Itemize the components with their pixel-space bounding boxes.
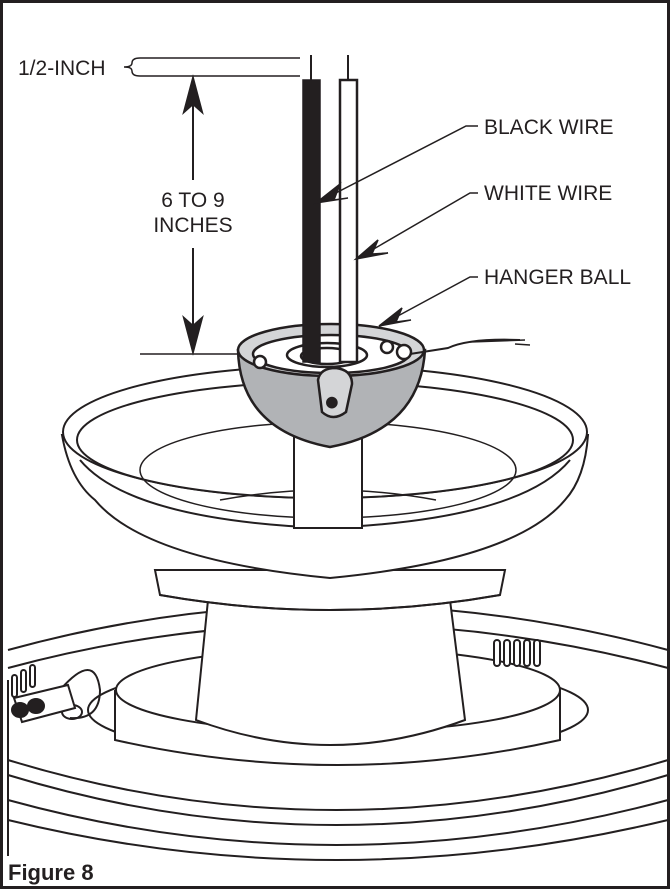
label-hanger-ball: HANGER BALL xyxy=(484,266,631,289)
label-length-line2: INCHES xyxy=(153,214,232,237)
length-dimension-arrow xyxy=(140,74,240,356)
black-wire xyxy=(302,79,321,363)
white-wire xyxy=(338,78,359,364)
caption-background xyxy=(3,856,119,886)
vent-slots-right xyxy=(493,639,541,667)
motor-housing xyxy=(7,604,669,888)
hanger-ball: ⊕ xyxy=(236,322,531,449)
label-length-line1: 6 TO 9 xyxy=(161,189,224,212)
leader-black-wire xyxy=(313,125,478,205)
wire-connector xyxy=(11,669,102,724)
leader-hanger-ball xyxy=(378,276,478,327)
label-black-wire: BLACK WIRE xyxy=(484,116,614,139)
half-inch-dimension xyxy=(123,57,300,77)
svg-text:⊕: ⊕ xyxy=(326,394,338,410)
figure-caption: Figure 8 xyxy=(8,860,94,885)
label-white-wire: WHITE WIRE xyxy=(484,182,612,205)
label-half-inch: 1/2-INCH xyxy=(18,57,106,80)
leader-white-wire xyxy=(353,192,478,261)
motor-dome xyxy=(194,599,467,746)
